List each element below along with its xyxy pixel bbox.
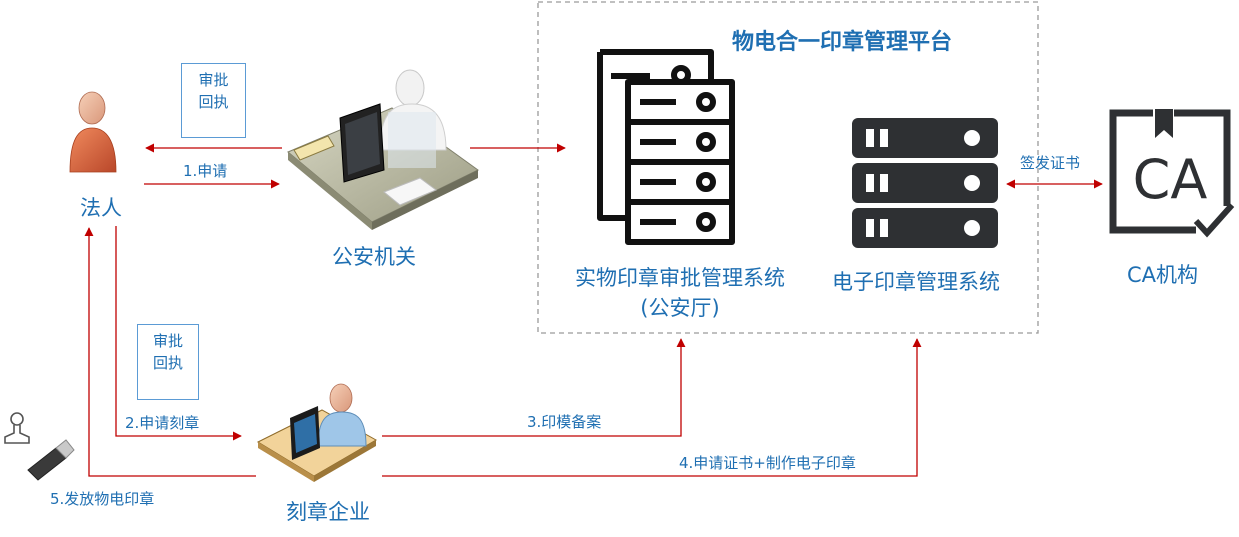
ca-badge-icon: CA	[1109, 109, 1235, 238]
receipt-bottom-line1: 审批	[152, 332, 183, 350]
physical-system-label: 实物印章审批管理系统 (公安厅)	[560, 262, 800, 322]
receipt-note-top: 审批 回执	[181, 63, 246, 138]
platform-boundary	[537, 1, 1039, 334]
arrow-apply-engrave	[115, 226, 242, 441]
flow-apply-label: 1.申请	[183, 162, 228, 180]
flow-issue-seal-label: 5.发放物电印章	[50, 490, 155, 508]
arrow-issue-seal	[84, 227, 256, 477]
flow-apply-engrave-label: 2.申请刻章	[125, 414, 200, 432]
ca-label: CA机构	[1127, 263, 1199, 287]
usb-key-icon	[27, 439, 75, 481]
ca-logo-text: CA	[1133, 148, 1208, 211]
arrow-seal-record	[382, 338, 686, 437]
receipt-top-line2: 回执	[198, 93, 229, 111]
platform-title: 物电合一印章管理平台	[732, 30, 953, 55]
engraver-desk-icon	[256, 383, 378, 482]
arrow-cert-make	[382, 338, 922, 477]
police-desk-icon	[287, 69, 479, 230]
engraver-label: 刻章企业	[286, 500, 370, 524]
legal-person-label: 法人	[80, 196, 122, 220]
receipt-top-line1: 审批	[198, 71, 229, 89]
legal-person-icon	[69, 91, 117, 173]
receipt-bottom-line2: 回执	[152, 354, 183, 372]
physical-system-server-icon	[597, 49, 735, 245]
police-label: 公安机关	[332, 245, 416, 269]
receipt-note-bottom: 审批 回执	[137, 324, 199, 400]
electronic-system-rack-icon	[852, 118, 998, 248]
issue-cert-label: 签发证书	[1020, 154, 1081, 172]
electronic-system-label: 电子印章管理系统	[832, 270, 1000, 294]
flow-seal-record-label: 3.印模备案	[527, 413, 602, 431]
flow-cert-make-label: 4.申请证书+制作电子印章	[679, 454, 856, 472]
physical-system-line1: 实物印章审批管理系统	[575, 266, 785, 290]
stamp-icon	[4, 412, 30, 444]
physical-system-line2: (公安厅)	[640, 296, 720, 320]
